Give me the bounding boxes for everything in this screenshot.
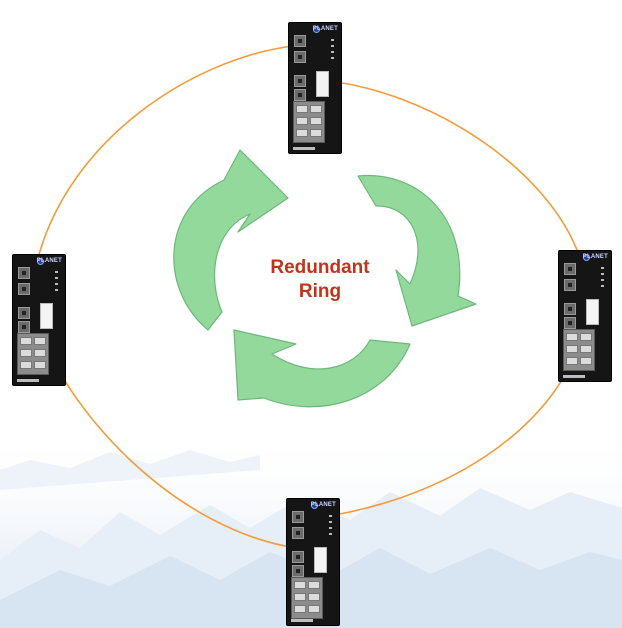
rj45-port (20, 361, 32, 369)
rj45-port (308, 581, 320, 589)
rj45-port (294, 581, 306, 589)
rj45-port (566, 357, 578, 365)
rj45-port (34, 361, 46, 369)
status-led (331, 57, 334, 59)
ring-label-line-2: Ring (298, 281, 342, 302)
rj45-port (34, 337, 46, 345)
sfp-port-1 (292, 511, 304, 523)
dip-switch (40, 303, 53, 329)
dip-switch (314, 547, 327, 573)
sfp-port-4 (564, 317, 576, 329)
rj45-port (294, 605, 306, 613)
status-led (55, 271, 58, 273)
sfp-port-2 (564, 279, 576, 291)
rj45-port (580, 333, 592, 341)
sfp-port-2 (294, 51, 306, 63)
sfp-port-3 (294, 75, 306, 87)
dip-switch (586, 299, 599, 325)
status-led (55, 277, 58, 279)
rj45-port-block (293, 101, 325, 143)
status-led (329, 521, 332, 523)
rj45-port (34, 349, 46, 357)
rj45-port-block (563, 329, 595, 371)
status-led (331, 45, 334, 47)
rj45-port (308, 593, 320, 601)
sfp-port-2 (18, 283, 30, 295)
rj45-port (296, 105, 308, 113)
switch-left: PLANET (12, 254, 66, 386)
rj45-port-block (17, 333, 49, 375)
status-led (329, 527, 332, 529)
status-led (601, 273, 604, 275)
status-led (601, 279, 604, 281)
sfp-port-1 (564, 263, 576, 275)
switch-right: PLANET (558, 250, 612, 382)
arrow-upper-left (173, 149, 289, 331)
switch-bottom: PLANET (286, 498, 340, 626)
sfp-port-3 (564, 303, 576, 315)
arrow-lower-left (233, 329, 411, 408)
rj45-port (566, 333, 578, 341)
rj45-port (296, 117, 308, 125)
rj45-port (294, 593, 306, 601)
dip-switch (316, 71, 329, 97)
planet-logo-icon (37, 258, 44, 265)
status-led (329, 515, 332, 517)
planet-logo-icon (583, 254, 590, 261)
rj45-port (296, 129, 308, 137)
cable-top-right (319, 79, 581, 259)
redundancy-arrows (173, 149, 477, 408)
status-led (331, 51, 334, 53)
planet-logo-icon (313, 26, 320, 33)
model-label-plate (293, 147, 315, 150)
sfp-port-4 (18, 321, 30, 333)
rj45-port (566, 345, 578, 353)
sfp-port-4 (292, 565, 304, 577)
rj45-port (580, 357, 592, 365)
status-led (601, 285, 604, 287)
rj45-port (310, 129, 322, 137)
brand-label: PLANET (36, 258, 62, 264)
rj45-port (20, 349, 32, 357)
rj45-port (20, 337, 32, 345)
rj45-port (310, 105, 322, 113)
sfp-port-3 (292, 551, 304, 563)
sfp-port-4 (294, 89, 306, 101)
sfp-port-3 (18, 307, 30, 319)
arrow-right (357, 174, 477, 327)
status-led (601, 267, 604, 269)
rj45-port (580, 345, 592, 353)
brand-label: PLANET (310, 502, 336, 508)
model-label-plate (563, 375, 585, 378)
brand-label: PLANET (312, 26, 338, 32)
brand-label: PLANET (582, 254, 608, 260)
status-led (55, 289, 58, 291)
rj45-port-block (291, 577, 323, 619)
sfp-port-1 (18, 267, 30, 279)
status-led (329, 533, 332, 535)
model-label-plate (291, 619, 313, 622)
rj45-port (308, 605, 320, 613)
sfp-port-2 (292, 527, 304, 539)
planet-logo-icon (311, 502, 318, 509)
status-led (331, 39, 334, 41)
model-label-plate (17, 379, 39, 382)
rj45-port (310, 117, 322, 125)
sfp-port-1 (294, 35, 306, 47)
status-led (55, 283, 58, 285)
cable-top-left (37, 45, 293, 259)
ring-label-line-1: Redundant (270, 257, 370, 278)
switch-top: PLANET (288, 22, 342, 154)
ring-label: Redundant Ring (238, 256, 402, 304)
